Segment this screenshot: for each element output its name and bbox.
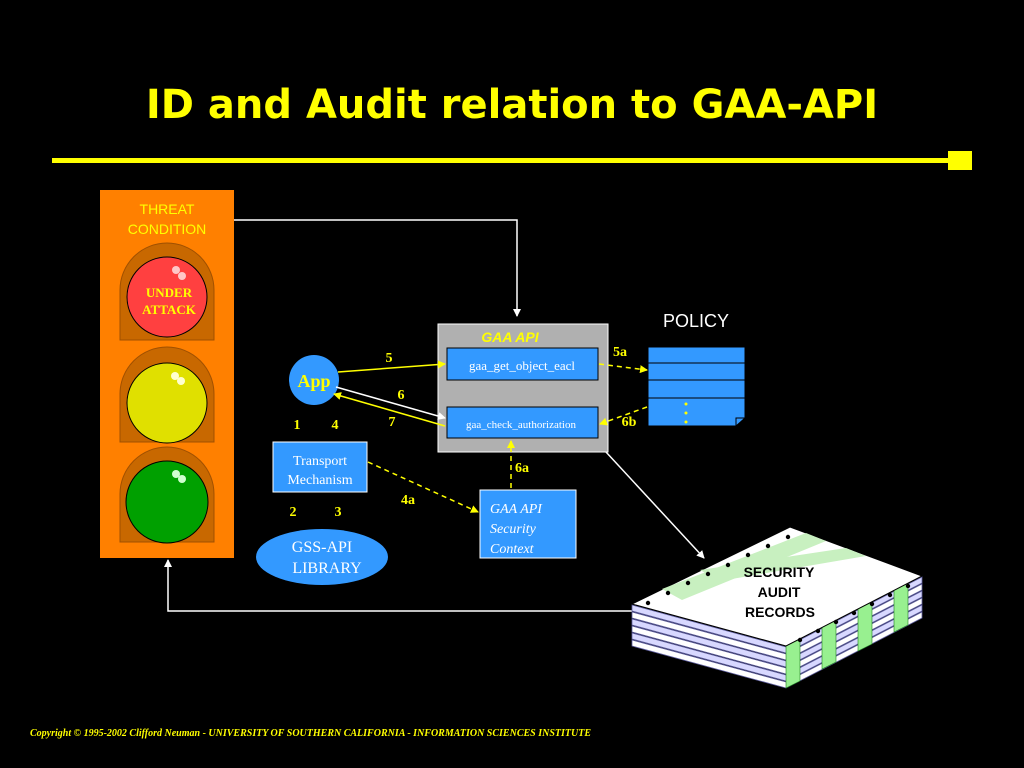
gss-label-line2: LIBRARY [292, 560, 362, 577]
step-4-label: 4 [332, 418, 339, 433]
slide-title: ID and Audit relation to GAA-API [145, 82, 879, 128]
policy-document [647, 346, 746, 427]
step-1-label: 1 [294, 418, 301, 433]
gaa-check-authorization-box [446, 406, 599, 439]
app-label: App [297, 371, 330, 391]
audit-record-stripe [857, 601, 873, 652]
audit-punch-hole [815, 628, 821, 634]
audit-punch-hole [851, 610, 857, 616]
security-audit-records: SECURITY AUDIT RECORDS [630, 526, 924, 689]
arrow-6 [335, 386, 446, 420]
step-6-label: 6 [398, 388, 405, 403]
audit-punch-hole [905, 583, 911, 589]
gaa-get-object-eacl-label: gaa_get_object_eacl [469, 358, 575, 373]
policy-label: POLICY [663, 311, 729, 331]
audit-label-line1: SECURITY [744, 564, 815, 580]
step-7-label: 7 [389, 415, 396, 430]
red-light-label-line2: ATTACK [142, 302, 197, 317]
threat-label-line1: THREAT [140, 201, 195, 217]
red-light-housing: UNDER ATTACK [119, 242, 215, 341]
gaa-to-audit-connector [605, 451, 705, 559]
title-underline [52, 158, 952, 163]
audit-punch-hole [797, 637, 803, 643]
audit-record-top-sheet [630, 526, 924, 647]
red-light [126, 256, 208, 338]
gss-label-line1: GSS-API [292, 539, 352, 556]
threat-label-line2: CONDITION [128, 221, 207, 237]
audit-label-line2: AUDIT [758, 584, 801, 600]
step-6b-label: 6b [622, 415, 637, 430]
security-context-line3: Context [490, 542, 535, 557]
step-5a-label: 5a [613, 345, 627, 360]
audit-punch-hole [665, 590, 671, 596]
gaa-get-object-eacl-box [446, 347, 599, 381]
audit-record-layers [631, 576, 923, 689]
green-light-housing [119, 446, 215, 544]
yellow-light-housing [119, 346, 215, 444]
arrow-4a [367, 461, 479, 513]
red-light-label-line1: UNDER [146, 285, 193, 300]
audit-punch-hole [745, 552, 751, 558]
audit-punch-hole [685, 580, 691, 586]
transport-label-line1: Transport [293, 454, 347, 469]
step-4a-label: 4a [401, 493, 415, 508]
security-context-line2: Security [490, 522, 537, 537]
title-underline-cap [948, 151, 972, 170]
transport-label-line2: Mechanism [287, 473, 352, 488]
gaa-check-authorization-label: gaa_check_authorization [466, 419, 576, 431]
audit-punch-hole [869, 601, 875, 607]
audit-to-threat-connector [164, 559, 632, 612]
step-6a-label: 6a [515, 461, 529, 476]
green-light [125, 460, 209, 544]
audit-punch-hole [785, 534, 791, 540]
audit-record-stripe [893, 582, 909, 633]
step-3-label: 3 [335, 505, 342, 520]
threat-to-gaa-connector [234, 219, 521, 317]
yellow-light [126, 362, 208, 444]
audit-record-stripe [785, 638, 801, 689]
audit-label-line3: RECORDS [745, 604, 815, 620]
step-5-label: 5 [386, 351, 393, 366]
security-context-line1: GAA API [490, 502, 543, 517]
app-node [289, 355, 339, 405]
audit-record-stripe [821, 619, 837, 670]
transport-mechanism-box [272, 441, 368, 493]
audit-punch-hole [645, 600, 651, 606]
audit-punch-hole [887, 592, 893, 598]
arrow-5a [598, 363, 648, 374]
audit-punch-hole [765, 543, 771, 549]
gaa-security-context-box [479, 489, 577, 559]
arrow-5 [337, 360, 446, 373]
audit-punch-hole [705, 571, 711, 577]
audit-punch-hole [725, 562, 731, 568]
traffic-light: THREAT CONDITION UNDER ATTACK [100, 190, 234, 558]
copyright-footer: Copyright © 1995-2002 Clifford Neuman - … [30, 728, 592, 739]
step-2-label: 2 [290, 505, 297, 520]
audit-punch-hole [833, 619, 839, 625]
arrow-7 [333, 392, 446, 427]
gaa-api-title: GAA API [481, 329, 539, 345]
gss-api-library [256, 529, 388, 585]
